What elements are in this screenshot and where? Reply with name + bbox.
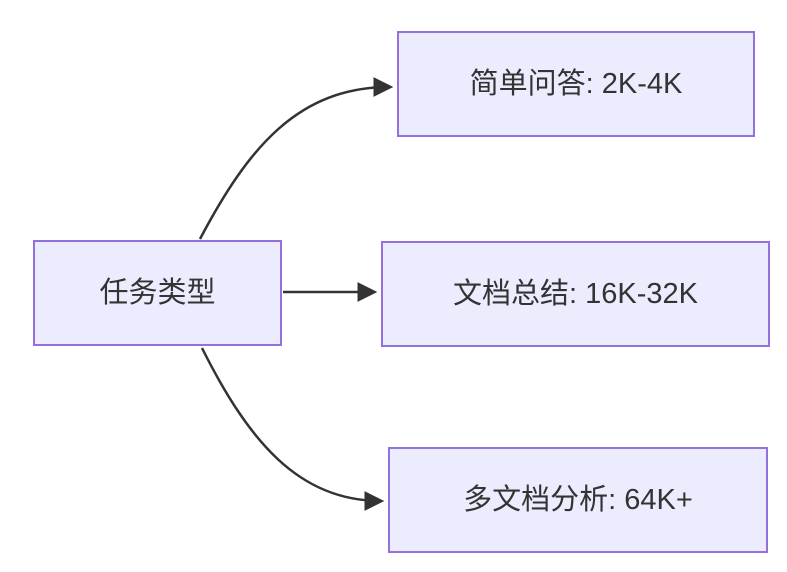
node-simple-qa-label: 简单问答: 2K-4K	[469, 67, 683, 100]
node-task-type-label: 任务类型	[99, 276, 216, 309]
node-task-type: 任务类型	[33, 240, 282, 346]
node-doc-summary: 文档总结: 16K-32K	[381, 241, 770, 347]
node-simple-qa: 简单问答: 2K-4K	[397, 31, 755, 137]
node-doc-summary-label: 文档总结: 16K-32K	[453, 277, 698, 310]
node-multi-doc-analysis-label: 多文档分析: 64K+	[463, 483, 693, 516]
edge-root-to-top	[198, 77, 394, 240]
edge-root-to-bottom	[200, 347, 385, 511]
node-multi-doc-analysis: 多文档分析: 64K+	[388, 447, 768, 553]
